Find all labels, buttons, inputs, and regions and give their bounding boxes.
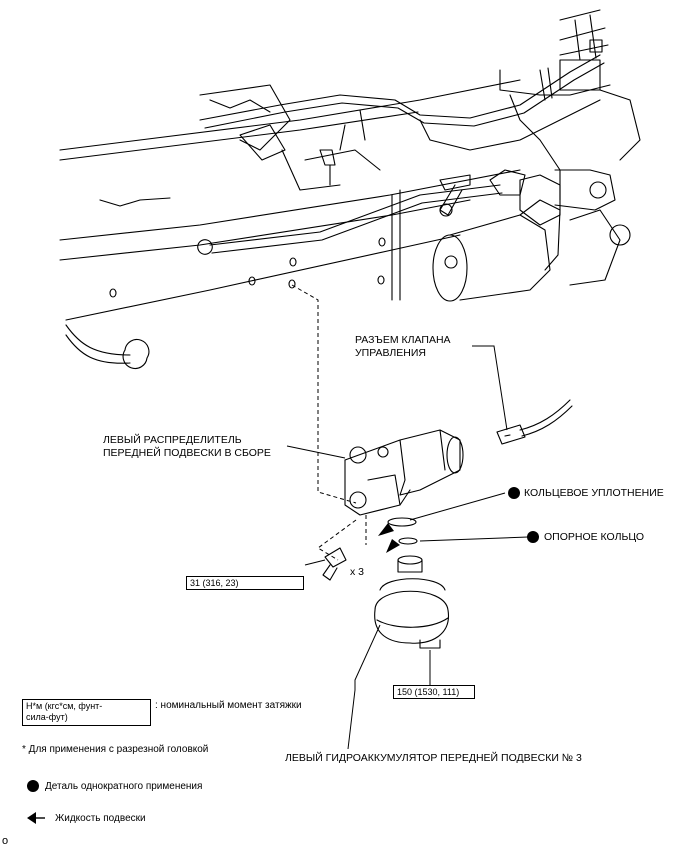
bolt-torque-box: 31 (316, 23) bbox=[186, 576, 304, 590]
distributor-assembly-label: ЛЕВЫЙ РАСПРЕДЕЛИТЕЛЬ ПЕРЕДНЕЙ ПОДВЕСКИ В… bbox=[103, 434, 271, 459]
legend-fluid-arrow bbox=[27, 812, 45, 824]
legend-slotted-head: * Для применения с разрезной головкой bbox=[22, 744, 209, 755]
legend-single-use-dot bbox=[27, 780, 39, 792]
assembly-lines bbox=[291, 284, 367, 561]
o-ring bbox=[387, 517, 417, 527]
accumulator-label: ЛЕВЫЙ ГИДРОАККУМУЛЯТОР ПЕРЕДНЕЙ ПОДВЕСКИ… bbox=[285, 752, 582, 764]
backup-ring-label: ОПОРНОЕ КОЛЬЦО bbox=[544, 531, 645, 543]
accumulator bbox=[374, 555, 449, 649]
backup-ring bbox=[398, 537, 418, 545]
single-use-dot-backup bbox=[527, 531, 539, 543]
pipes bbox=[199, 9, 641, 286]
corner-mark: o bbox=[2, 835, 9, 847]
legend-single-use: Деталь однократного применения bbox=[45, 781, 203, 792]
control-valve-connector-label: РАЗЪЕМ КЛАПАНА УПРАВЛЕНИЯ bbox=[355, 334, 451, 359]
legend-unit-box: Н*м (кгс*см, фунт- сила-фут) bbox=[22, 699, 151, 726]
bolt-qty-label: x 3 bbox=[350, 566, 365, 578]
fluid-arrows bbox=[378, 523, 400, 553]
pump-motor bbox=[432, 199, 561, 302]
lower-hose bbox=[65, 324, 150, 370]
legend-fluid: Жидкость подвески bbox=[55, 813, 146, 824]
accumulator-torque-box: 150 (1530, 111) bbox=[393, 685, 475, 699]
height-control-link bbox=[197, 174, 503, 255]
connector bbox=[496, 399, 573, 445]
o-ring-label: КОЛЬЦЕВОЕ УПЛОТНЕНИЕ bbox=[524, 487, 664, 499]
frame-holes bbox=[109, 237, 386, 298]
bolt bbox=[322, 547, 347, 581]
frame-rail bbox=[59, 79, 521, 321]
single-use-dot-oring bbox=[508, 487, 520, 499]
legend-unit-desc: : номинальный момент затяжки bbox=[155, 700, 302, 711]
leader-lines bbox=[286, 345, 529, 750]
distributor-valve bbox=[344, 429, 464, 516]
